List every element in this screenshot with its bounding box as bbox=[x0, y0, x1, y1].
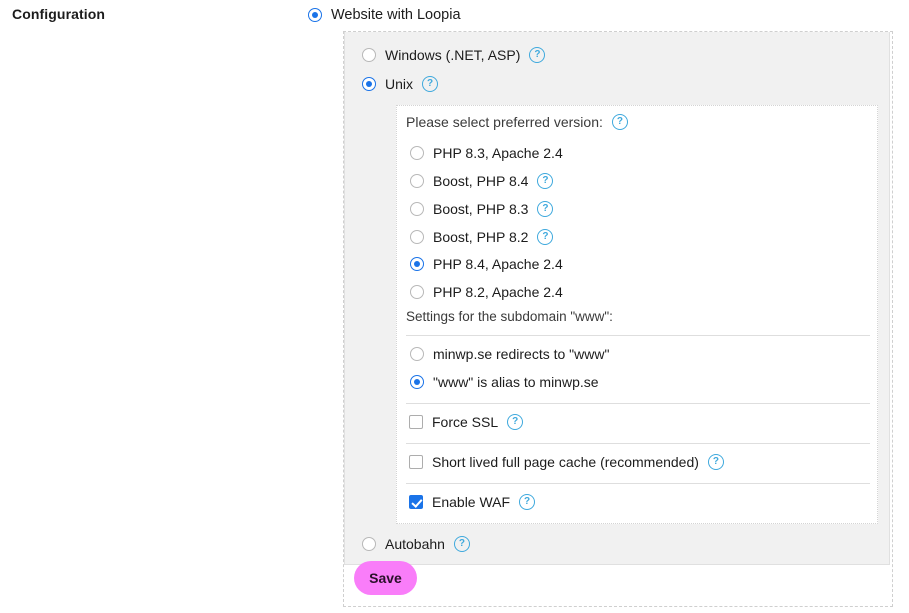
radio-redirect-to-www-icon[interactable] bbox=[410, 347, 424, 361]
help-icon-autobahn[interactable]: ? bbox=[453, 536, 470, 552]
checkbox-short-lived-full-page-cache-icon[interactable] bbox=[409, 455, 423, 469]
radio-website-with-loopia-icon[interactable] bbox=[308, 8, 322, 22]
option-boost-php-82[interactable]: Boost, PHP 8.2 ? bbox=[410, 229, 554, 245]
radio-boost-php-84-icon[interactable] bbox=[410, 174, 424, 188]
radio-php-82-apache-24-icon[interactable] bbox=[410, 285, 424, 299]
radio-boost-php-82-icon[interactable] bbox=[410, 230, 424, 244]
option-unix[interactable]: Unix ? bbox=[362, 76, 439, 92]
radio-php-83-apache-24-icon[interactable] bbox=[410, 146, 424, 160]
subdomain-section-title: Settings for the subdomain "www": bbox=[406, 309, 613, 324]
checkbox-enable-waf-icon[interactable] bbox=[409, 495, 423, 509]
option-php-83-apache-24-label: PHP 8.3, Apache 2.4 bbox=[433, 145, 563, 161]
option-php-83-apache-24[interactable]: PHP 8.3, Apache 2.4 bbox=[410, 145, 563, 161]
save-button[interactable]: Save bbox=[354, 561, 417, 595]
checkbox-force-ssl-icon[interactable] bbox=[409, 415, 423, 429]
toggle-enable-waf[interactable]: Enable WAF ? bbox=[409, 494, 536, 510]
radio-www-alias-icon[interactable] bbox=[410, 375, 424, 389]
unix-settings-panel bbox=[396, 105, 878, 524]
option-www-alias-label: "www" is alias to minwp.se bbox=[433, 374, 599, 390]
divider-page-cache bbox=[406, 443, 870, 444]
help-icon-windows[interactable]: ? bbox=[529, 47, 546, 63]
help-icon-boost-php-84[interactable]: ? bbox=[537, 173, 554, 189]
option-redirect-to-www-label: minwp.se redirects to "www" bbox=[433, 346, 610, 362]
option-www-alias[interactable]: "www" is alias to minwp.se bbox=[410, 374, 599, 390]
preferred-version-title: Please select preferred version: ? bbox=[406, 114, 628, 130]
help-icon-boost-php-83[interactable]: ? bbox=[537, 201, 554, 217]
help-icon-short-lived-full-page-cache[interactable]: ? bbox=[707, 454, 724, 470]
option-boost-php-84[interactable]: Boost, PHP 8.4 ? bbox=[410, 173, 554, 189]
option-website-with-loopia[interactable]: Website with Loopia bbox=[308, 7, 461, 23]
option-windows-label: Windows (.NET, ASP) bbox=[385, 47, 521, 63]
help-icon-unix[interactable]: ? bbox=[422, 76, 439, 92]
radio-boost-php-83-icon[interactable] bbox=[410, 202, 424, 216]
divider-enable-waf bbox=[406, 483, 870, 484]
option-php-82-apache-24[interactable]: PHP 8.2, Apache 2.4 bbox=[410, 284, 563, 300]
help-icon-boost-php-82[interactable]: ? bbox=[537, 229, 554, 245]
option-boost-php-84-label: Boost, PHP 8.4 bbox=[433, 173, 529, 189]
toggle-short-lived-full-page-cache[interactable]: Short lived full page cache (recommended… bbox=[409, 454, 724, 470]
option-redirect-to-www[interactable]: minwp.se redirects to "www" bbox=[410, 346, 609, 362]
preferred-version-title-label: Please select preferred version: bbox=[406, 114, 603, 130]
radio-autobahn-icon[interactable] bbox=[362, 537, 376, 551]
toggle-enable-waf-label: Enable WAF bbox=[432, 494, 511, 510]
option-autobahn[interactable]: Autobahn ? bbox=[362, 536, 470, 552]
option-php-82-apache-24-label: PHP 8.2, Apache 2.4 bbox=[433, 284, 563, 300]
help-icon-enable-waf[interactable]: ? bbox=[519, 494, 536, 510]
radio-unix-icon[interactable] bbox=[362, 77, 376, 91]
configuration-outer-panel bbox=[343, 31, 893, 607]
option-boost-php-83[interactable]: Boost, PHP 8.3 ? bbox=[410, 201, 554, 217]
toggle-short-lived-full-page-cache-label: Short lived full page cache (recommended… bbox=[432, 454, 699, 470]
option-boost-php-83-label: Boost, PHP 8.3 bbox=[433, 201, 529, 217]
page-title: Configuration bbox=[12, 6, 106, 22]
option-boost-php-82-label: Boost, PHP 8.2 bbox=[433, 229, 529, 245]
option-php-84-apache-24-label: PHP 8.4, Apache 2.4 bbox=[433, 256, 563, 272]
option-unix-label: Unix bbox=[385, 76, 414, 92]
toggle-force-ssl[interactable]: Force SSL ? bbox=[409, 414, 524, 430]
divider-force-ssl bbox=[406, 403, 870, 404]
radio-php-84-apache-24-icon[interactable] bbox=[410, 257, 424, 271]
help-icon-preferred-version[interactable]: ? bbox=[611, 114, 628, 130]
option-website-with-loopia-label: Website with Loopia bbox=[331, 7, 461, 23]
help-icon-force-ssl[interactable]: ? bbox=[507, 414, 524, 430]
option-php-84-apache-24[interactable]: PHP 8.4, Apache 2.4 bbox=[410, 256, 563, 272]
divider-subdomain bbox=[406, 335, 870, 336]
option-autobahn-label: Autobahn bbox=[385, 536, 445, 552]
toggle-force-ssl-label: Force SSL bbox=[432, 414, 499, 430]
option-windows[interactable]: Windows (.NET, ASP) ? bbox=[362, 47, 546, 63]
radio-windows-icon[interactable] bbox=[362, 48, 376, 62]
